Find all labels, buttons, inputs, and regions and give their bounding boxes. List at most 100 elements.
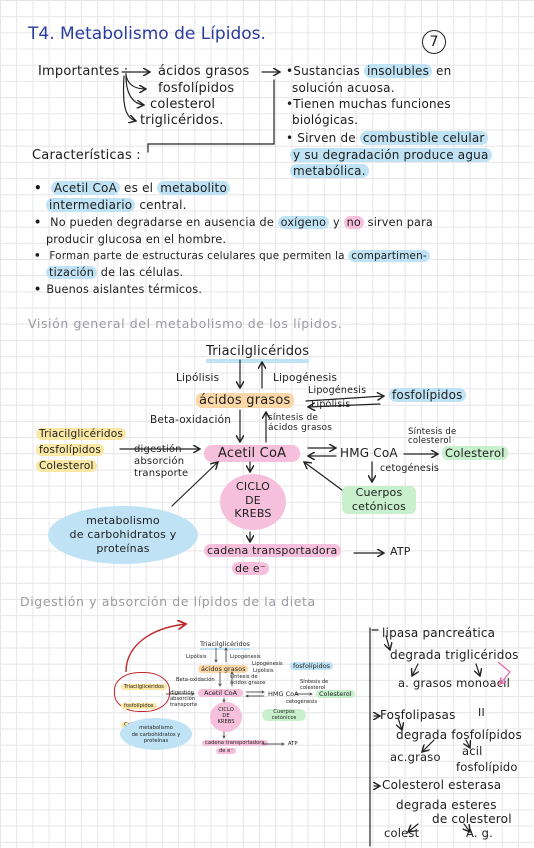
page-title: T4. Metabolismo de Lípidos. (28, 24, 266, 44)
mini-left-2: fosfolípidos (121, 703, 157, 709)
char-highlight: Acetil CoA (50, 181, 120, 195)
diagram-lipogenesis-2: Lipogénesis (308, 385, 367, 396)
note-colesterol-4b: A. g. (466, 826, 493, 840)
mini-beta: Beta-oxidación (176, 677, 215, 683)
mini-lipogenesis-2: Lipogénesis (252, 661, 283, 667)
left-colesterol: Colesterol (36, 460, 97, 472)
diagram-cuerpos-cetonicos: Cuerpos cetónicos (342, 486, 416, 514)
prop-highlight: insolubles (363, 64, 433, 78)
mini-sintesis-col: Síntesis de colesterol (300, 679, 329, 691)
important-item-1: ácidos grasos (158, 64, 250, 79)
mini-lipolisis: Lipólisis (186, 654, 207, 660)
prop-line-2: solución acuosa. (292, 81, 395, 95)
prop-line-3: •Tienen muchas funciones (286, 97, 451, 111)
important-label: Importantes : (38, 64, 129, 79)
mini-lipogenesis: Lipogénesis (230, 654, 261, 660)
mini-cadena-2: de e⁻ (216, 748, 237, 754)
section-heading-overview: Visión general del metabolismo de los lí… (28, 316, 343, 331)
important-item-3: colesterol (150, 97, 216, 112)
char-text: central. (135, 198, 187, 212)
page-number: 7 (422, 30, 446, 54)
prop-line-5: • Sirven de combustible celular (286, 131, 488, 145)
char-bullet-4: Buenos aislantes térmicos. (34, 283, 202, 296)
mini-acidos: ácidos grasos (198, 665, 249, 673)
note-fosfolipasas-mark: II (478, 706, 485, 719)
meta-2: de carbohidratos y (69, 528, 177, 541)
diagram-lipogenesis: Lipogénesis (273, 372, 338, 384)
krebs-line-1: CICLO (236, 480, 270, 493)
diagram-cetogenesis: cetogénesis (380, 463, 440, 474)
prop-line-6: y su degradación produce agua (290, 148, 492, 162)
char-highlight: intermediario (46, 198, 136, 212)
mini-cetogenesis: cetogénesis (286, 699, 318, 705)
diagram-acidos-grasos: ácidos grasos (196, 393, 294, 408)
prop-highlight: combustible celular (359, 131, 488, 145)
mini-colesterol: Colesterol (316, 690, 355, 698)
char-highlight: tización (46, 266, 98, 279)
mini-dig-1: digestión (170, 690, 194, 696)
mini-krebs: CICLO DE KREBS (210, 702, 242, 732)
diagram-lipid-sources: Triacilglicéridos fosfolípidos Colestero… (36, 426, 127, 474)
meta-1: metabolismo (86, 514, 160, 527)
dig-3: transporte (134, 468, 189, 479)
diagram-triacilgliceridos: Triacilglicéridos (206, 344, 310, 363)
note-colesterol-2: degrada esteres (396, 798, 497, 812)
krebs-line-2: DE (245, 494, 261, 507)
char-text: y (329, 216, 344, 229)
note-fosfolipasas-2: degrada fosfolípidos (396, 728, 522, 742)
prop-line-7: metabólica. (290, 164, 369, 178)
diagram-krebs-cycle: CICLO DE KREBS (220, 474, 286, 530)
prop-text: en (432, 64, 452, 78)
diagram-sintesis-ag: síntesis de ácidos grasos (268, 413, 333, 433)
mini-meta-2: de carbohidratos y (131, 731, 181, 738)
diagram-lipolisis-2: Lipólisis (311, 399, 351, 410)
mini-krebs-2: DE (222, 713, 230, 719)
mini-sintesis-ag: síntesis de ácidos grasos (230, 674, 266, 686)
note-fosfolipasas-3a: ac.graso (390, 750, 441, 764)
char-bullet-2: No pueden degradarse en ausencia de oxíg… (34, 216, 433, 229)
char-highlight: compartimen- (348, 250, 430, 262)
mini-hmg: HMG CoA (268, 690, 299, 698)
page-number-text: 7 (429, 34, 439, 50)
mini-krebs-3: KREBS (217, 719, 235, 725)
char-text: Forman parte de estructuras celulares qu… (49, 250, 349, 262)
mini-cuerpos: Cuerpos cetónicos (262, 709, 306, 721)
mini-metabolismo: metabolismo de carbohidratos y proteínas (120, 718, 192, 750)
left-fosfo: fosfolípidos (36, 444, 105, 456)
prop-highlight: y su degradación produce agua (290, 148, 492, 162)
diagram-cadena-1: cadena transportadora (204, 544, 341, 557)
mini-fosfo: fosfolípidos (290, 662, 333, 670)
char-bullet-1-line-2: intermediario central. (46, 198, 187, 212)
diagram-acetil-coa: Acetil CoA (204, 445, 301, 462)
characteristics-label: Características : (32, 148, 141, 163)
prop-text: • Sirven de (286, 131, 360, 145)
note-colesterol-esterasa: Colesterol esterasa (382, 778, 502, 792)
note-fosfolipasas-4: fosfolípido (456, 760, 518, 774)
mini-cadena-1: cadena transportadora (202, 740, 268, 746)
mini-left-1: Triacilglicéridos (121, 684, 167, 690)
diagram-metabolismo-carbohidratos: metabolismo de carbohidratos y proteínas (48, 506, 198, 564)
mini-meta-1: metabolismo (139, 725, 173, 731)
char-highlight: oxígeno (277, 216, 330, 229)
diagram-beta-oxidacion: Beta-oxidación (150, 414, 232, 426)
important-item-4: triglicéridos. (140, 113, 224, 128)
char-highlight: metabolito (157, 181, 231, 195)
diagram-lipolisis: Lipólisis (176, 372, 220, 384)
mini-dig-3: transporte (170, 702, 198, 708)
krebs-line-3: KREBS (234, 507, 272, 520)
mini-atp: ATP (288, 741, 298, 747)
prop-line-1: •Sustancias insolubles en (286, 64, 451, 78)
char-bullet-3-line-2: tización de las células. (46, 266, 183, 279)
char-text: No pueden degradarse en ausencia de (50, 216, 278, 229)
diagram-colesterol: Colesterol (442, 446, 508, 460)
mini-krebs-1: CICLO (218, 707, 234, 713)
note-lipasa-3: a. grasos monoacil (398, 676, 511, 690)
diagram-atp: ATP (390, 545, 411, 558)
mini-digestion: digestión absorción transporte (170, 690, 197, 708)
mini-dig-2: absorción (170, 696, 196, 702)
mini-acetil: Acetil CoA (198, 689, 244, 697)
diagram-sintesis-col: Síntesis de colesterol (408, 427, 457, 446)
note-colesterol-3: de colesterol (432, 812, 512, 826)
char-bullet-3: Forman parte de estructuras celulares qu… (34, 250, 430, 262)
